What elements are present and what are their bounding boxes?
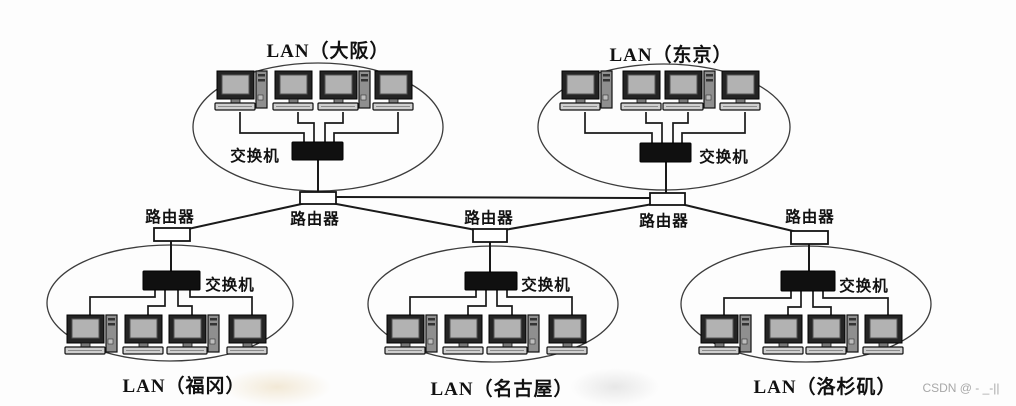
router-label-nagoya: 路由器 <box>464 210 514 227</box>
computer-icon <box>372 70 414 111</box>
computer-icon <box>122 314 164 355</box>
lan-cable <box>239 112 305 143</box>
link-tokyo-nagoya <box>503 203 654 231</box>
switch-icon-osaka <box>291 141 344 161</box>
lan-cable <box>333 112 399 143</box>
lan-label-fukuoka: LAN（福冈） <box>122 376 246 397</box>
computer-icon <box>272 70 314 111</box>
lan-cable <box>177 290 193 316</box>
switch-label-los-angeles: 交换机 <box>839 278 889 295</box>
lan-cable <box>324 112 344 143</box>
lan-cable <box>89 290 156 316</box>
lan-cable <box>645 112 663 144</box>
computer-icon <box>620 70 662 111</box>
computer-icon <box>318 71 370 110</box>
switch-icon-tokyo <box>639 142 692 163</box>
lan-cable <box>681 112 746 144</box>
lan-cable <box>723 291 792 316</box>
computer-icon <box>719 70 761 111</box>
lan-label-los-angeles: LAN（洛杉矶） <box>753 377 897 398</box>
lan-cable <box>496 290 513 316</box>
computer-icon <box>762 314 804 355</box>
switch-icon-nagoya <box>464 271 518 291</box>
computer-icon <box>385 315 437 354</box>
router-label-fukuoka: 路由器 <box>145 209 195 226</box>
computer-icon <box>546 314 588 355</box>
router-label-tokyo: 路由器 <box>639 213 689 230</box>
computer-icon <box>442 314 484 355</box>
switch-label-fukuoka: 交换机 <box>205 277 255 294</box>
router-icon-fukuoka <box>153 227 191 242</box>
lan-cable <box>189 290 253 316</box>
computer-icon <box>663 71 715 110</box>
switch-label-tokyo: 交换机 <box>699 149 749 166</box>
lan-cable <box>147 290 166 316</box>
router-icon-nagoya <box>472 228 508 243</box>
switch-icon-fukuoka <box>142 270 201 291</box>
computer-icon <box>226 314 268 355</box>
router-label-los-angeles: 路由器 <box>785 209 835 226</box>
link-osaka-tokyo <box>335 196 652 199</box>
router-icon-tokyo <box>649 192 686 206</box>
lan-cable <box>584 112 653 144</box>
lan-ellipse-nagoya <box>367 245 619 363</box>
switch-label-nagoya: 交换机 <box>521 277 571 294</box>
lan-label-nagoya: LAN（名古屋） <box>430 379 574 400</box>
lan-cable <box>787 291 802 316</box>
lan-cable <box>672 112 689 144</box>
switch-label-osaka: 交换机 <box>230 148 280 165</box>
computer-icon <box>862 314 904 355</box>
csdn-watermark: CSDN @ - _-|| <box>922 381 1000 395</box>
switch-icon-los-angeles <box>780 270 836 292</box>
computer-icon <box>806 315 858 354</box>
lan-cable <box>409 290 477 316</box>
lan-cable <box>467 290 487 316</box>
lan-label-tokyo: LAN（东京） <box>609 45 733 66</box>
lan-ellipse-tokyo <box>537 63 791 191</box>
lan-label-osaka: LAN（大阪） <box>266 41 390 62</box>
lan-cable <box>812 291 832 316</box>
computer-icon <box>215 71 267 110</box>
computer-icon <box>560 71 612 110</box>
lan-cable <box>297 112 315 143</box>
lan-cable <box>822 291 889 316</box>
link-tokyo-losangeles <box>680 203 798 233</box>
lan-cable <box>506 290 573 316</box>
router-icon-los-angeles <box>790 230 829 245</box>
router-icon-osaka <box>299 191 337 205</box>
computer-icon <box>167 315 219 354</box>
lan-ellipse-los-angeles <box>680 245 932 363</box>
link-osaka-fukuoka <box>187 202 307 230</box>
computer-icon <box>699 315 751 354</box>
computer-icon <box>65 315 117 354</box>
link-osaka-nagoya <box>330 202 477 231</box>
router-label-osaka: 路由器 <box>290 211 340 228</box>
computer-icon <box>487 315 539 354</box>
